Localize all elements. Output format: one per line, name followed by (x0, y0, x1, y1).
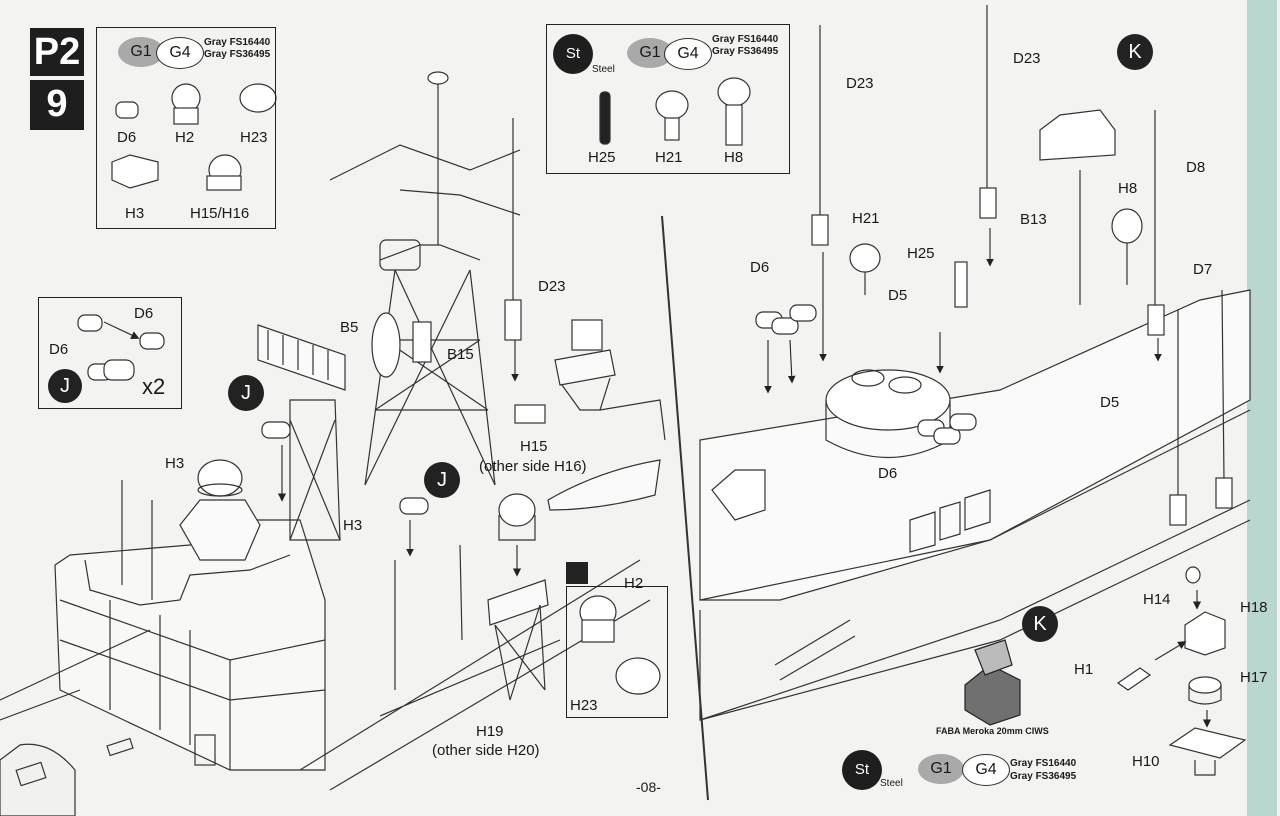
detail-h23-label: H23 (570, 697, 598, 714)
steel-label: Steel (592, 64, 615, 75)
paint-g4-badge: G4 (156, 37, 204, 69)
callout-j-mast: J (424, 462, 460, 498)
gun-mount (514, 319, 666, 511)
legend-part-h3: H3 (125, 205, 145, 222)
sub-j-letter-badge: J (48, 369, 82, 403)
pedestal (394, 493, 549, 701)
label-h17: H17 (1240, 669, 1268, 686)
label-d5-b: D5 (1100, 394, 1120, 411)
legend-part-h21: H21 (655, 149, 683, 166)
label-h3-a: H3 (165, 455, 185, 472)
label-b5: B5 (340, 319, 359, 336)
gray-fs16440-label-right: Gray FS16440 (712, 34, 779, 45)
label-b15: B15 (447, 346, 474, 363)
page-number: -08- (636, 779, 661, 795)
label-d6-b: D6 (878, 465, 898, 482)
paint-g1-badge: G1 (118, 37, 164, 67)
step-number-badge: 9 (30, 80, 84, 130)
label-h19-note: (other side H20) (432, 742, 540, 759)
gray-fs16440-label: Gray FS16440 (204, 37, 271, 48)
legend-part-h15-h16: H15/H16 (190, 205, 250, 222)
lattice-mast (329, 71, 522, 486)
legend-part-h2: H2 (175, 129, 195, 146)
label-h1: H1 (1074, 661, 1094, 678)
gray-fs36495-label-bottom: Gray FS36495 (1010, 771, 1077, 782)
gray-fs36495-label-right: Gray FS36495 (712, 46, 779, 57)
label-h10: H10 (1132, 753, 1160, 770)
radar-array (257, 324, 429, 541)
sub-j-part-d6-b: D6 (134, 305, 154, 322)
label-d8: D8 (1186, 159, 1206, 176)
steel-label-bottom: Steel (880, 778, 903, 789)
label-d6: D6 (750, 259, 770, 276)
label-h15: H15 (520, 438, 548, 455)
h2-h23-detail-box (566, 586, 668, 718)
section-badge: P2 (30, 28, 84, 76)
label-h15-note: (other side H16) (479, 458, 587, 475)
subassembly-j-box (38, 297, 182, 409)
label-h3-b: H3 (343, 517, 363, 534)
legend-part-d6: D6 (117, 129, 137, 146)
label-h14: H14 (1143, 591, 1171, 608)
paint-g1-badge-bottom: G1 (918, 754, 964, 784)
detail-h2-label: H2 (624, 575, 644, 592)
meroka-parts-assembly (964, 566, 1247, 776)
label-b13: B13 (1020, 211, 1047, 228)
label-h21: H21 (852, 210, 880, 227)
sub-j-multiplier: x2 (142, 374, 166, 399)
callout-k-top: K (1117, 34, 1153, 70)
sub-j-part-d6-a: D6 (49, 341, 69, 358)
label-d23-b: D23 (846, 75, 874, 92)
paint-g4-badge-right: G4 (664, 38, 712, 70)
paint-steel-badge-bottom: St (842, 750, 882, 790)
legend-part-h25: H25 (588, 149, 616, 166)
gray-fs36495-label: Gray FS36495 (204, 49, 271, 60)
gray-fs16440-label-bottom: Gray FS16440 (1010, 758, 1077, 769)
paint-legend-box-left (96, 27, 276, 229)
label-d7: D7 (1193, 261, 1213, 278)
paint-g4-badge-bottom: G4 (962, 754, 1010, 786)
paint-steel-badge: St (553, 34, 593, 74)
bridge-superstructure (0, 459, 651, 816)
callout-j-radar: J (228, 375, 264, 411)
legend-part-drawings (77, 77, 751, 695)
label-h19: H19 (476, 723, 504, 740)
label-d23-a: D23 (538, 278, 566, 295)
paint-legend-box-right (546, 24, 790, 174)
label-h18: H18 (1240, 599, 1268, 616)
legend-part-h23: H23 (240, 129, 268, 146)
label-d23-c: D23 (1013, 50, 1041, 67)
aft-superstructure (699, 5, 1251, 721)
label-h25: H25 (907, 245, 935, 262)
label-d5-a: D5 (888, 287, 908, 304)
callout-k-ciws: K (1022, 606, 1058, 642)
alternate-icon (566, 562, 588, 584)
label-h8: H8 (1118, 180, 1138, 197)
legend-part-h8: H8 (724, 149, 744, 166)
ciws-caption: FABA Meroka 20mm CIWS (936, 726, 1049, 736)
